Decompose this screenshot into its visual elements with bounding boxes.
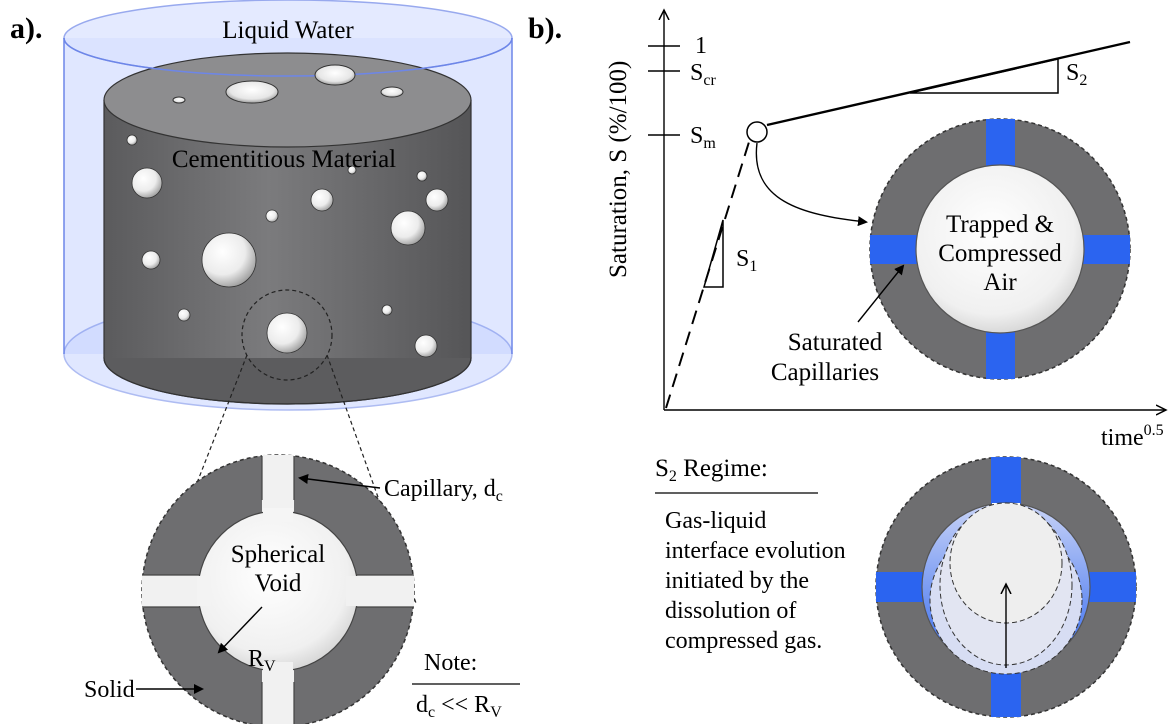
regime-desc-line4: dissolution of — [665, 598, 796, 624]
trapped-air-pore — [869, 118, 1131, 380]
surface-pits — [172, 64, 404, 104]
solid-label: Solid — [84, 677, 135, 703]
callout-arrow — [755, 142, 868, 227]
transition-point-marker — [746, 121, 768, 143]
note-title: Note: — [424, 650, 477, 676]
tick-1-label: 1 — [695, 33, 707, 59]
tick-scr-label: Scr — [690, 60, 716, 89]
regime-title: S2 Regime: — [655, 455, 768, 485]
cementitious-material-label: Cementitious Material — [172, 146, 396, 173]
tick-sm-label: Sm — [690, 123, 716, 152]
trapped-label-line2: Compressed — [938, 240, 1062, 267]
capillary-label: Capillary, dc — [384, 476, 503, 505]
saturated-label-line1: Saturated — [788, 329, 883, 356]
s1-slope-triangle — [703, 219, 724, 288]
s2-label: S2 — [1066, 60, 1087, 89]
trapped-label-line1: Trapped & — [946, 211, 1054, 238]
capillary-arrow — [298, 474, 381, 489]
magnified-pore — [141, 454, 415, 724]
saturated-capillaries-arrow — [857, 264, 905, 323]
zoom-line-left — [149, 354, 248, 604]
liquid-water-label: Liquid Water — [222, 17, 354, 44]
s2-slope-triangle — [909, 58, 1059, 94]
regime-desc-line3: initiated by the — [665, 568, 809, 594]
regime-desc-line2: interface evolution — [665, 538, 846, 564]
radius-arrow — [217, 606, 263, 654]
y-axis-label: Saturation, S (%/100) — [605, 61, 632, 278]
spherical-void-label-line1: Spherical — [231, 541, 325, 568]
regime-desc-line5: compressed gas. — [665, 628, 822, 654]
spherical-void-label-line2: Void — [255, 570, 302, 597]
zoom-indicator-circle — [241, 289, 333, 381]
x-axis-label: time0.5 — [1101, 422, 1164, 451]
panel-b-label: b). — [528, 12, 562, 45]
note-relation: dc << RV — [416, 692, 502, 721]
panel-a-label: a). — [10, 12, 43, 45]
radius-label: RV — [248, 646, 276, 675]
water-surface-front-edge — [63, 37, 513, 77]
trapped-label-line3: Air — [983, 269, 1017, 296]
void-bubbles — [126, 134, 449, 358]
regime-desc-line1: Gas-liquid — [665, 508, 766, 534]
saturated-label-line2: Capillaries — [771, 359, 879, 386]
s1-label: S1 — [736, 246, 757, 275]
